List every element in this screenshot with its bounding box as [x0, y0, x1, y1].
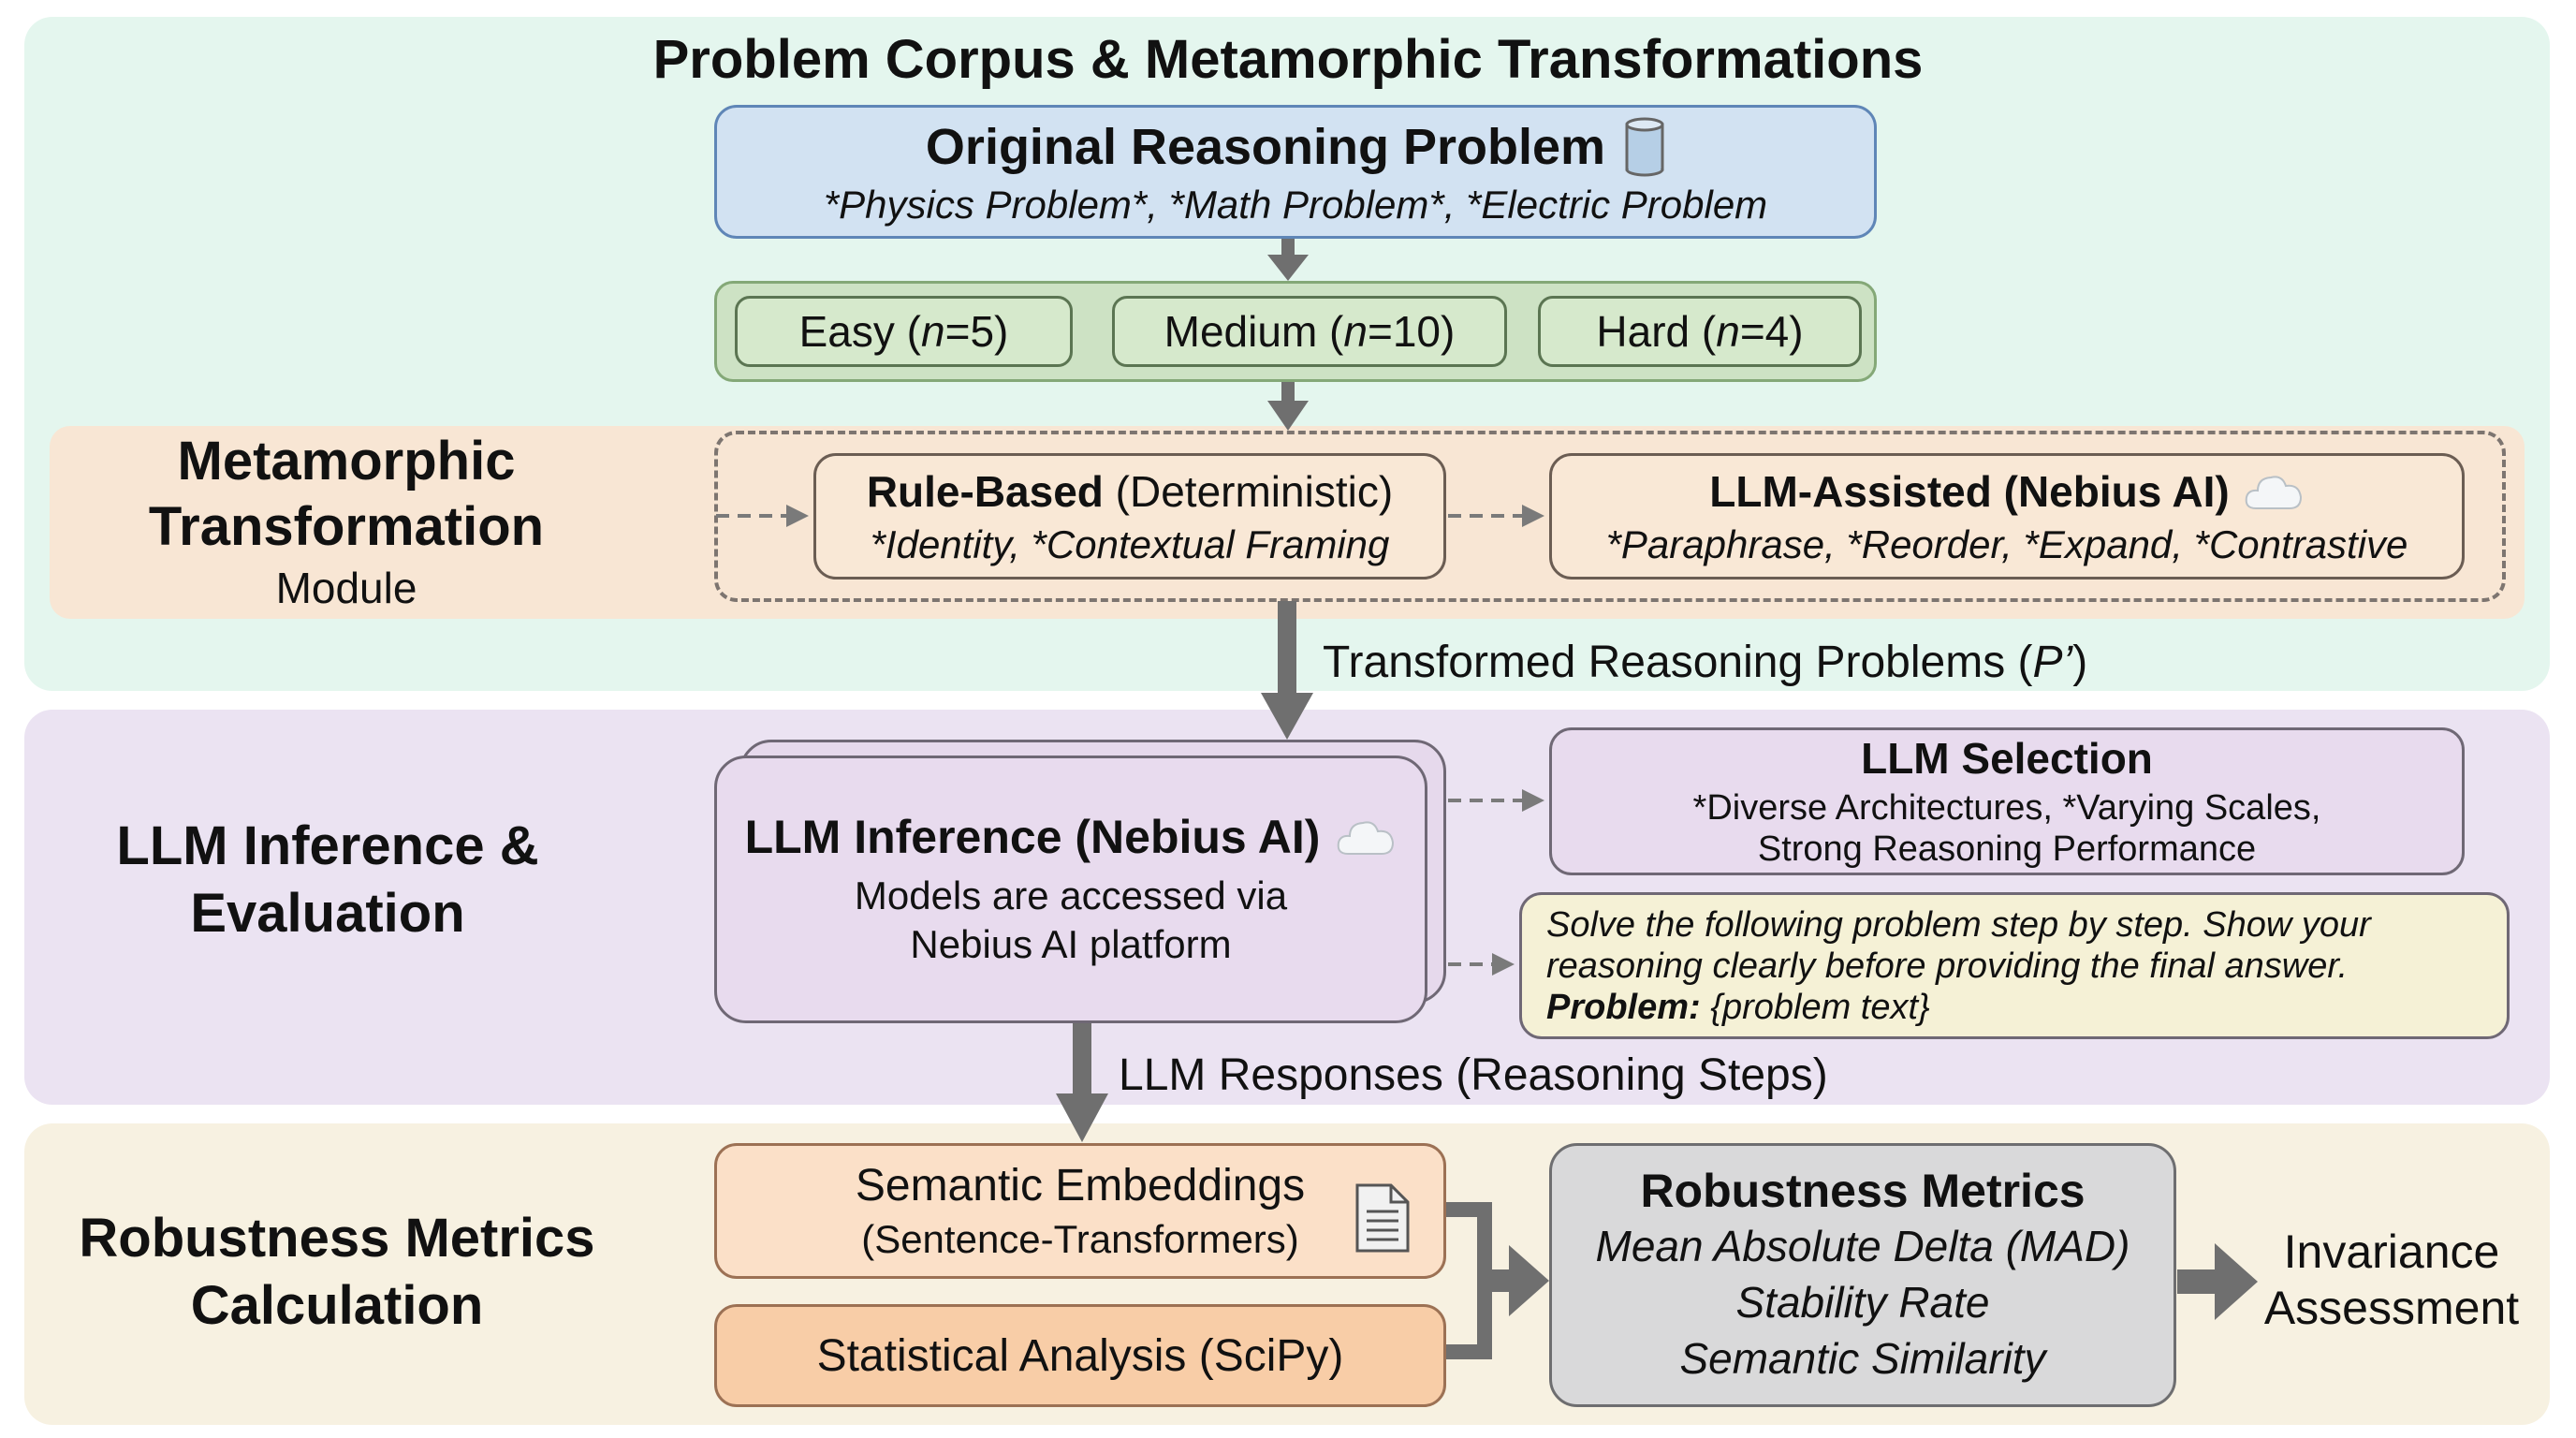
rule-based-items: *Identity, *Contextual Framing: [870, 521, 1390, 566]
semantic-embeddings-box: Semantic Embeddings (Sentence-Transforme…: [714, 1143, 1446, 1279]
llm-inference-desc: Models are accessed via Nebius AI platfo…: [854, 873, 1288, 966]
invariance-assessment-label: Invariance Assessment: [2263, 1225, 2520, 1334]
difficulty-medium: Medium (n=10): [1112, 296, 1507, 367]
llm-section-label: LLM Inference & Evaluation: [116, 815, 539, 944]
llm-assisted-box: LLM-Assisted (Nebius AI) *Paraphrase, *R…: [1549, 453, 2465, 580]
cloud-icon: [2245, 475, 2302, 509]
original-problem-box: Original Reasoning Problem *Physics Prob…: [714, 105, 1877, 239]
database-cylinder-icon: [1625, 117, 1664, 176]
metric-semantic-similarity: Semantic Similarity: [1679, 1334, 2046, 1383]
difficulty-hard: Hard (n=4): [1538, 296, 1862, 367]
robustness-metrics-box: Robustness Metrics Mean Absolute Delta (…: [1549, 1143, 2176, 1407]
original-problem-types: *Physics Problem*, *Math Problem*, *Elec…: [823, 182, 1768, 227]
llm-selection-box: LLM Selection *Diverse Architectures, *V…: [1549, 727, 2465, 875]
metamorphic-module-label: Metamorphic Transformation Module: [148, 431, 545, 612]
metric-mad: Mean Absolute Delta (MAD): [1595, 1222, 2130, 1270]
metrics-section-label: Robustness Metrics Calculation: [79, 1208, 595, 1336]
llm-assisted-items: *Paraphrase, *Reorder, *Expand, *Contras…: [1605, 521, 2408, 566]
statistical-analysis-box: Statistical Analysis (SciPy): [714, 1304, 1446, 1407]
transformed-problems-label: Transformed Reasoning Problems (P’): [1323, 638, 2088, 687]
prompt-template-box: Solve the following problem step by step…: [1519, 892, 2510, 1039]
llm-inference-box: LLM Inference (Nebius AI) Models are acc…: [714, 756, 1427, 1023]
rule-based-box: Rule-Based (Deterministic) *Identity, *C…: [813, 453, 1446, 580]
diagram-title: Problem Corpus & Metamorphic Transformat…: [652, 29, 1924, 90]
original-problem-title: Original Reasoning Problem: [925, 118, 1606, 175]
cloud-icon: [1338, 821, 1395, 855]
difficulty-easy: Easy (n=5): [735, 296, 1073, 367]
metric-stability-rate: Stability Rate: [1735, 1278, 1990, 1327]
document-icon: [1355, 1183, 1410, 1253]
llm-responses-label: LLM Responses (Reasoning Steps): [1119, 1050, 1828, 1100]
